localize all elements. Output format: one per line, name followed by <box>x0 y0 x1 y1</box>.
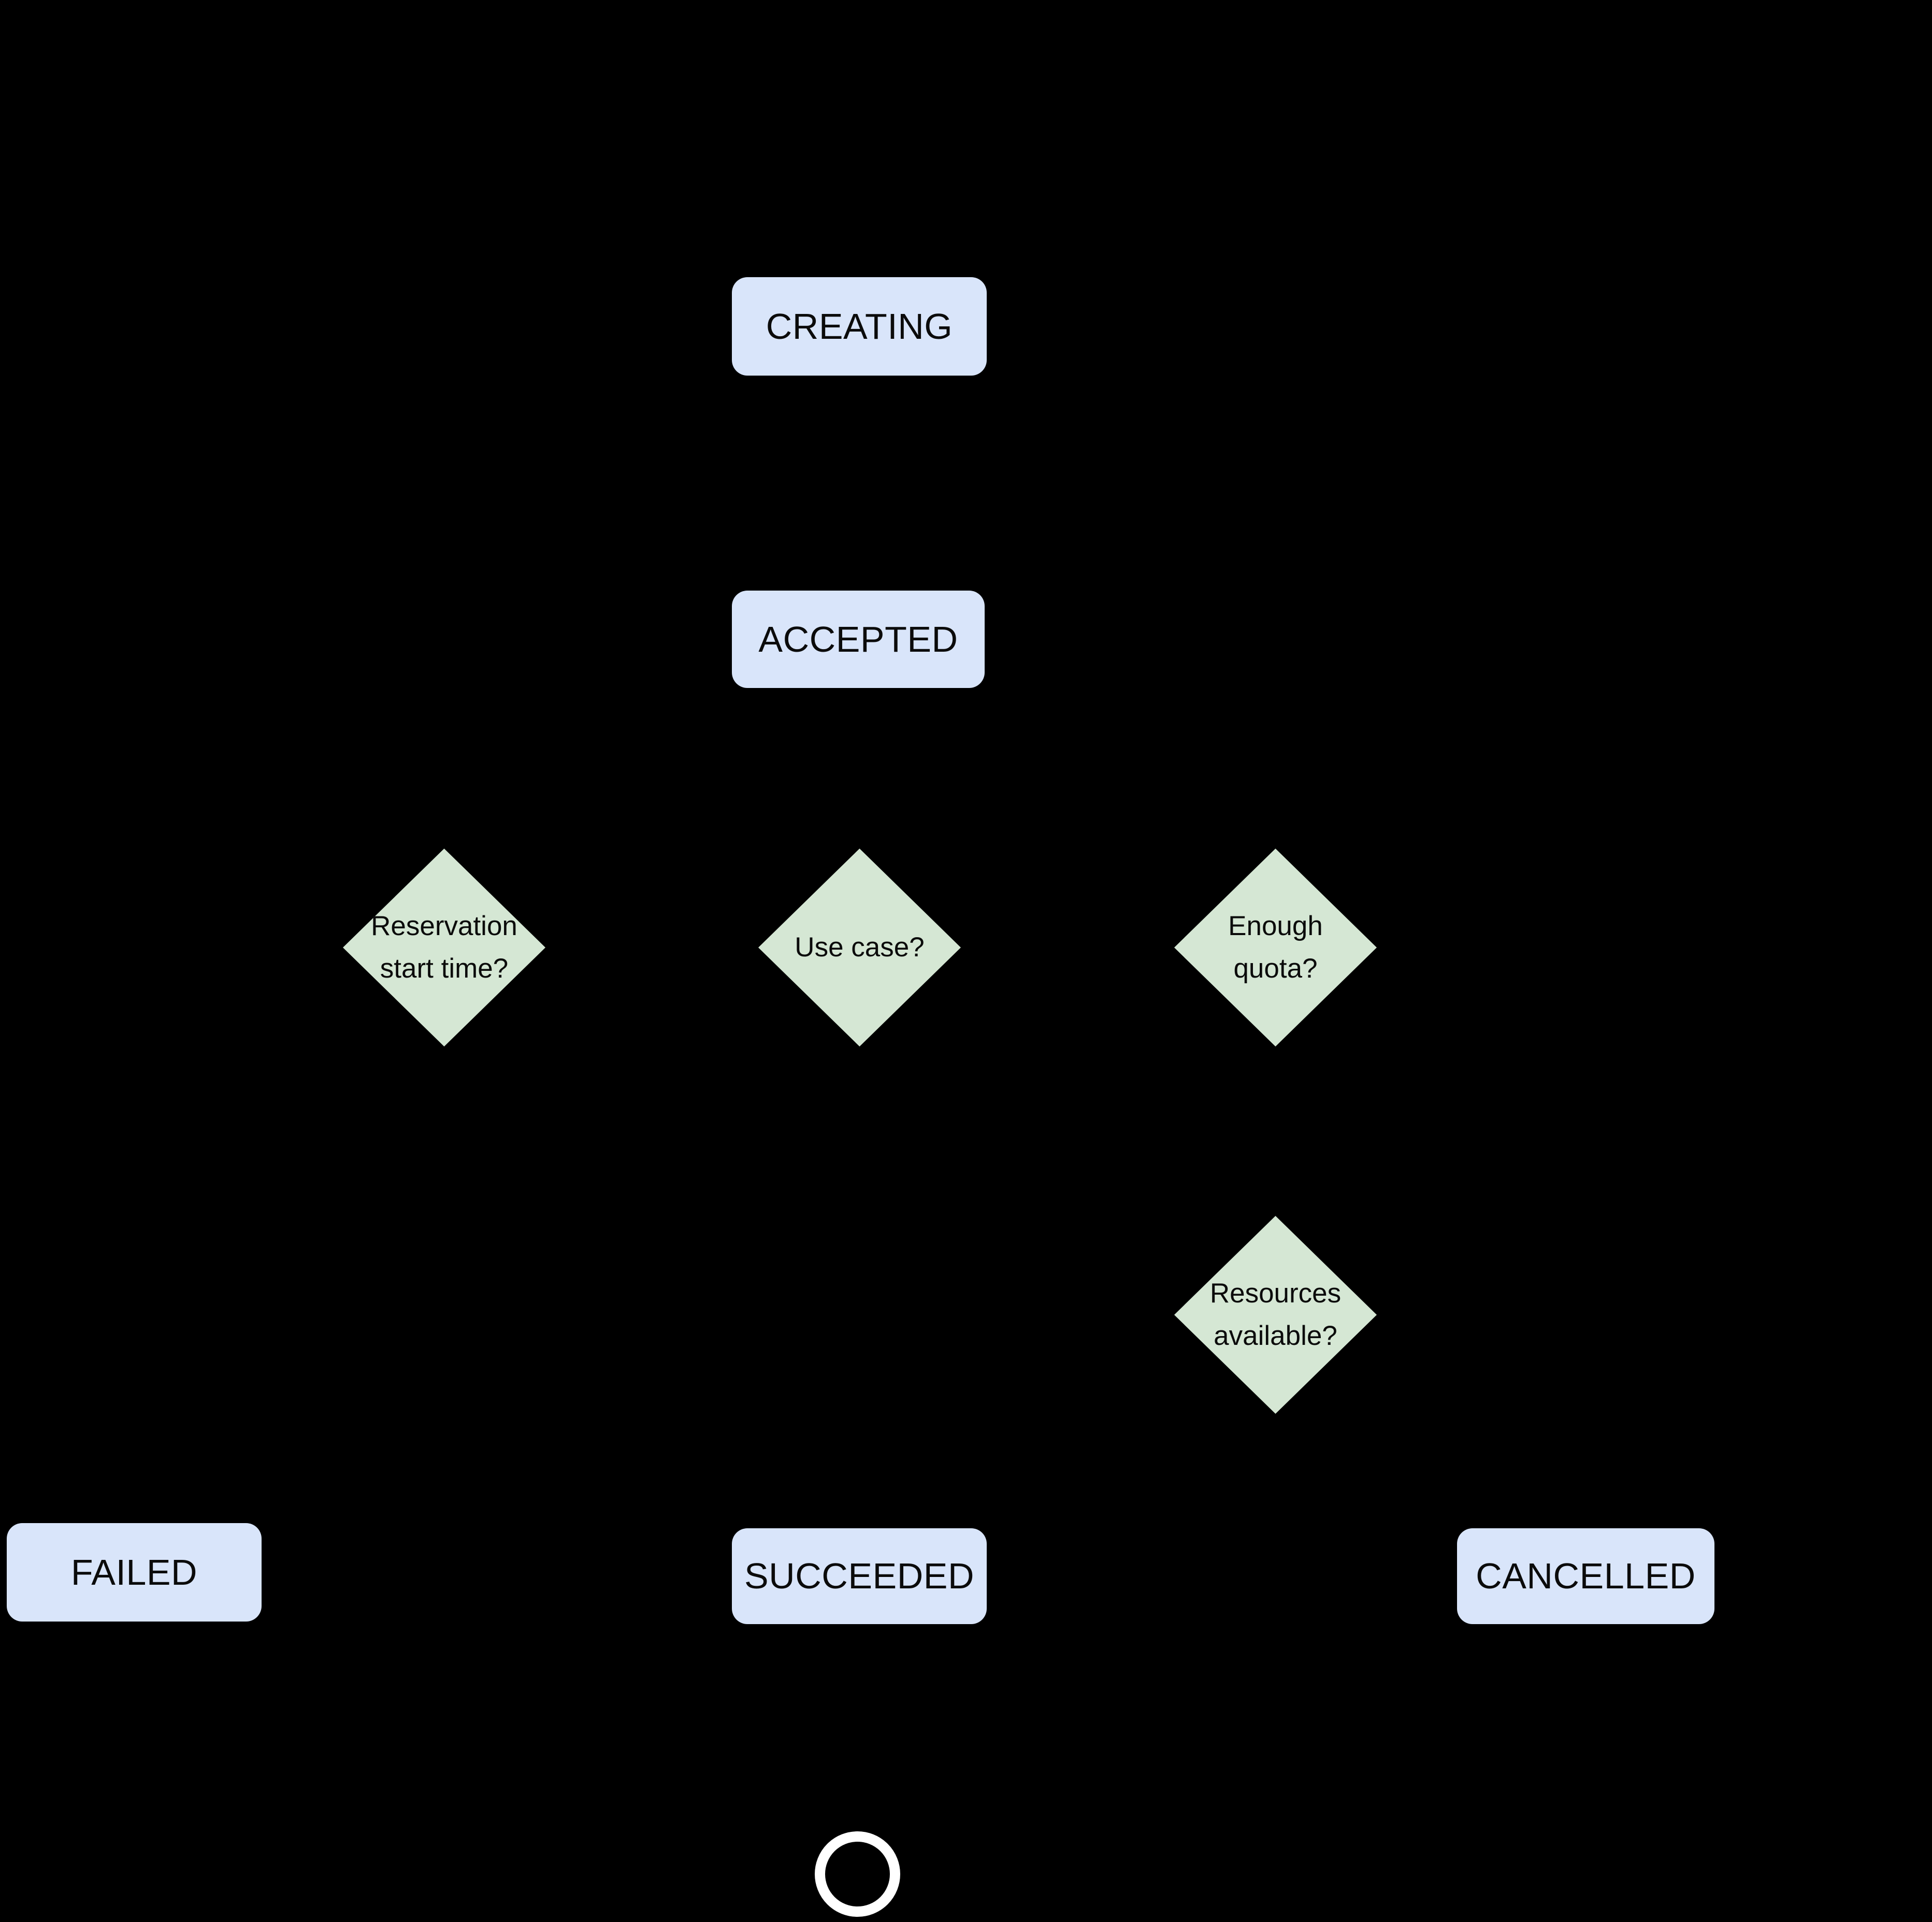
connector-creating-to-accepted <box>858 376 861 591</box>
state-label-creating: CREATING <box>766 306 953 347</box>
connector-resources-available-to-cancelled <box>1274 1513 1277 1528</box>
decision-label-reservation-start-time: Reservation start time? <box>371 910 517 984</box>
decision-label-use-case: Use case? <box>795 931 925 963</box>
connector-use-case-to-succeeded <box>858 1046 861 1528</box>
connector-accepted-to-reservation-start-time <box>444 741 861 744</box>
connector-cancelled-bridge <box>1584 1492 1587 1528</box>
connector-reservation-start-time-drop <box>442 744 445 849</box>
state-label-failed: FAILED <box>70 1552 198 1593</box>
decision-node-reservation-start-time[interactable]: Reservation start time? <box>343 849 545 1046</box>
connector-accepted-to-enough-quota <box>858 741 1276 744</box>
connector-resources-available-to-cancelled-horizontal <box>1274 1492 1587 1495</box>
decision-label-enough-quota: Enough quota? <box>1228 910 1323 984</box>
state-node-cancelled[interactable]: CANCELLED <box>1457 1528 1714 1624</box>
state-node-succeeded[interactable]: SUCCEEDED <box>732 1528 987 1624</box>
decision-node-use-case[interactable]: Use case? <box>758 849 961 1046</box>
state-node-accepted[interactable]: ACCEPTED <box>732 591 985 688</box>
connector-enough-quota-to-resources-available <box>1274 1046 1277 1216</box>
state-label-succeeded: SUCCEEDED <box>744 1556 975 1596</box>
connector-enough-quota-drop <box>1274 744 1277 849</box>
end-node-circle-icon <box>815 1831 900 1917</box>
state-node-creating[interactable]: CREATING <box>732 277 987 376</box>
connector-cancelled-to-end <box>1584 1624 1587 1873</box>
connector-reservation-start-time-to-failed-horizontal <box>133 1109 445 1112</box>
decision-node-resources-available[interactable]: Resources available? <box>1174 1216 1377 1414</box>
connector-succeeded-to-end <box>858 1624 861 1831</box>
connector-accepted-to-use-case <box>858 688 861 849</box>
state-label-cancelled: CANCELLED <box>1476 1556 1696 1596</box>
decision-node-enough-quota[interactable]: Enough quota? <box>1174 849 1377 1046</box>
connector-reservation-start-time-to-failed <box>133 1046 136 1523</box>
state-label-accepted: ACCEPTED <box>758 619 958 659</box>
decision-label-resources-available: Resources available? <box>1209 1278 1342 1351</box>
connector-failed-to-end <box>133 1622 136 1873</box>
state-node-failed[interactable]: FAILED <box>7 1523 262 1622</box>
